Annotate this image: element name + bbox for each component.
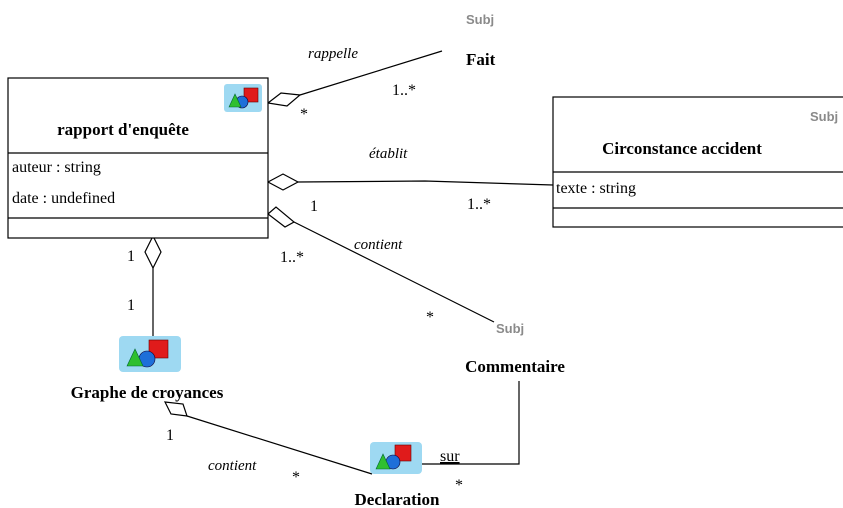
association-label-contient: contient	[354, 237, 403, 253]
entity-icon	[119, 336, 181, 372]
aggregation-diamond-icon	[144, 234, 162, 270]
stereotype-label: Subj	[496, 321, 524, 336]
node-name: Graphe de croyances	[71, 383, 224, 402]
entity-icon	[224, 84, 262, 112]
stereotype-label: Subj	[466, 12, 494, 27]
association-contient-commentaire-line	[293, 221, 495, 323]
multiplicity: 1	[127, 248, 135, 265]
node-name: Fait	[466, 50, 496, 69]
multiplicity: 1	[310, 198, 318, 215]
aggregation-diamond-icon	[266, 92, 302, 107]
association-label-rappelle: rappelle	[308, 46, 358, 62]
multiplicity: *	[426, 309, 434, 326]
class-rapport-enquete[interactable]: rapport d'enquête auteur : string date :…	[7, 77, 269, 239]
node-name: Commentaire	[465, 357, 565, 376]
attribute-auteur: auteur : string	[12, 159, 101, 176]
multiplicity: *	[455, 477, 463, 494]
association-etablit-line	[297, 180, 554, 186]
multiplicity: 1	[127, 297, 135, 314]
association-label-contient: contient	[208, 458, 257, 474]
multiplicity: *	[292, 469, 300, 486]
multiplicity: 1	[166, 427, 174, 444]
node-commentaire[interactable]: Subj Commentaire	[465, 321, 565, 376]
attribute-texte: texte : string	[556, 180, 636, 197]
entity-icon	[370, 442, 422, 474]
stereotype-label: Subj	[810, 109, 838, 124]
aggregation-diamond-icon	[266, 173, 300, 191]
class-name: rapport d'enquête	[57, 120, 189, 139]
association-label-etablit: établit	[369, 146, 408, 162]
class-name: Circonstance accident	[602, 139, 762, 158]
association-label-sur: sur	[440, 448, 460, 465]
node-name: Declaration	[355, 490, 441, 508]
multiplicity: 1..*	[467, 196, 491, 213]
node-declaration[interactable]: Declaration	[355, 442, 441, 508]
multiplicity: *	[300, 106, 308, 123]
attribute-date: date : undefined	[12, 190, 115, 207]
aggregation-diamond-icon	[163, 401, 188, 417]
association-sur-line	[419, 381, 520, 465]
node-fait[interactable]: Subj Fait	[466, 12, 496, 69]
node-graphe-de-croyances[interactable]: Graphe de croyances	[71, 336, 224, 402]
multiplicity: 1..*	[392, 82, 416, 99]
class-circonstance-accident[interactable]: Subj Circonstance accident texte : strin…	[552, 96, 843, 228]
aggregation-diamond-icon	[267, 206, 296, 228]
association-contient-declaration-line	[186, 415, 373, 475]
association-rappelle-line	[299, 50, 443, 96]
multiplicity: 1..*	[280, 249, 304, 266]
